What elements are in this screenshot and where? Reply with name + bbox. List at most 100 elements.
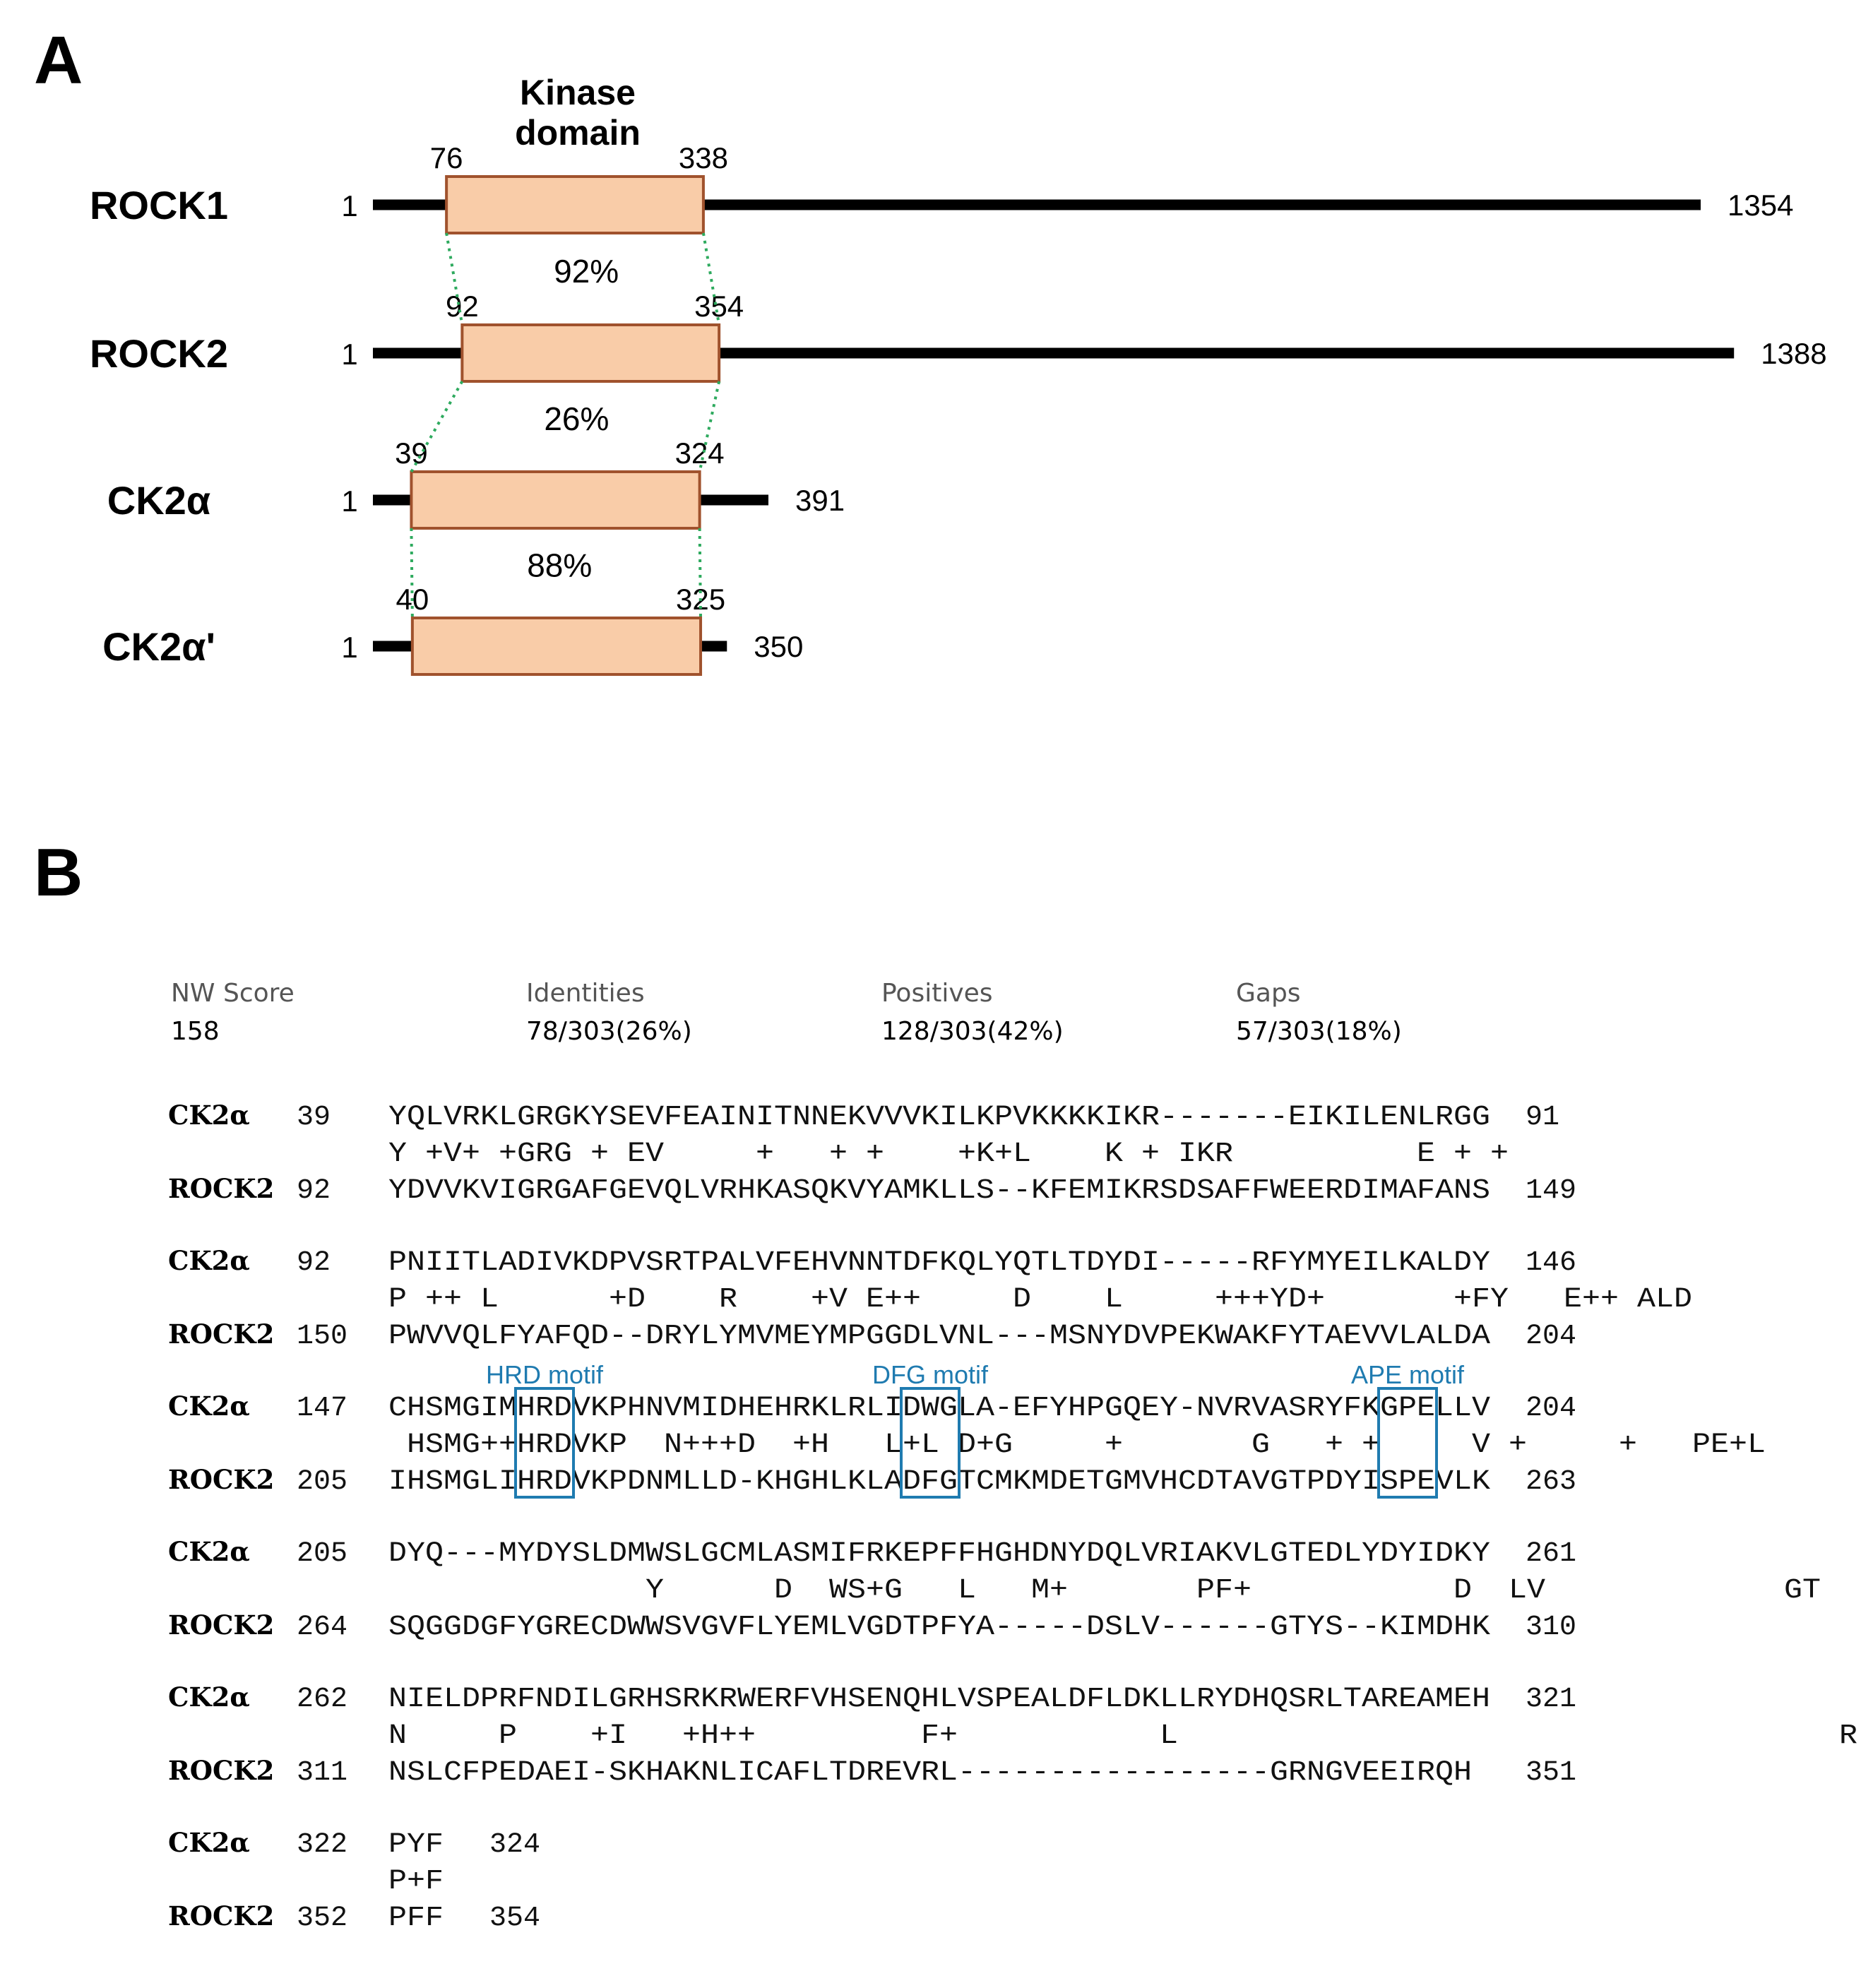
length-label: 1354	[1728, 189, 1793, 222]
query-start: 92	[297, 1247, 331, 1279]
domain-start-label: 39	[395, 436, 428, 470]
match-line: HSMG++HRDVKP N+++D +H L+L D+G + G + + V …	[388, 1429, 1766, 1461]
subject-name: ROCK2	[168, 1755, 274, 1786]
domain-end-label: 324	[675, 436, 725, 470]
stat-value: 57/303(18%)	[1236, 1017, 1402, 1046]
sequence-alignment: CK2α 39 YQLVRKLGRGKYSEVFEAINITNNEKVVVKILKP…	[168, 1100, 1861, 1934]
query-start: 262	[297, 1684, 347, 1715]
subject-start: 352	[297, 1903, 347, 1934]
motif-annotations: HRD motif DFG motif APE motif	[486, 1360, 1465, 1499]
query-end: 321	[1526, 1684, 1576, 1715]
query-sequence: NIELDPRFNDILGRHSRKRWERFVHSENQHLVSPEALDFL…	[388, 1684, 1490, 1715]
kinase-domain-title-line2: domain	[515, 113, 641, 153]
match-line: P ++ L +D R +V E++ D L +++YD+ +FY E++ AL…	[388, 1284, 1692, 1316]
subject-end: 263	[1526, 1466, 1576, 1498]
stat-value: 128/303(42%)	[881, 1017, 1064, 1046]
kinase-domain-box	[410, 617, 703, 676]
query-end: 204	[1526, 1393, 1576, 1424]
kinase-domain-box	[445, 175, 705, 234]
motif-box	[1377, 1387, 1438, 1499]
query-end: 91	[1526, 1102, 1559, 1133]
alignment-stats: NW Score 158 Identities 78/303(26%) Positive…	[171, 979, 1402, 1046]
subject-start: 264	[297, 1612, 347, 1643]
kinase-domain-title-line1: Kinase	[520, 73, 636, 112]
protein-name: CK2α	[107, 478, 210, 523]
query-start: 147	[297, 1393, 347, 1424]
length-label: 391	[795, 484, 845, 517]
start-position-label: 1	[341, 484, 357, 518]
motif-box	[900, 1387, 961, 1499]
subject-name: ROCK2	[168, 1609, 274, 1641]
panel-a-letter: A	[34, 23, 83, 98]
subject-name: ROCK2	[168, 1464, 274, 1495]
subject-sequence: IHSMGLIHRDVKPDNMLLD-KHGHLKLADFGTCMKMDETG…	[388, 1466, 1490, 1498]
match-line: P+F	[388, 1866, 444, 1898]
query-end: 324	[489, 1829, 540, 1861]
protein-name: ROCK1	[90, 183, 228, 227]
query-name: CK2α	[168, 1100, 250, 1131]
subject-sequence: SQGGDGFYGRECDWWSVGVFLYEMLVGDTPFYA-----DS…	[388, 1612, 1490, 1643]
stat-value: 78/303(26%)	[526, 1017, 692, 1046]
start-position-label: 1	[341, 338, 357, 371]
identity-percentage: 26%	[544, 400, 609, 437]
query-end: 146	[1526, 1247, 1576, 1279]
subject-end: 310	[1526, 1612, 1576, 1643]
match-line: N P +I +H++ F+ L R E +H	[388, 1720, 1861, 1752]
query-end: 261	[1526, 1538, 1576, 1570]
query-sequence: YQLVRKLGRGKYSEVFEAINITNNEKVVVKILKPVKKKKI…	[388, 1102, 1490, 1133]
identity-percentage: 88%	[527, 547, 592, 584]
subject-sequence: NSLCFPEDAEI-SKHAKNLICAFLTDREVRL---------…	[388, 1757, 1472, 1789]
subject-start: 92	[297, 1175, 331, 1207]
start-position-label: 1	[341, 189, 357, 222]
domain-end-label: 338	[679, 141, 728, 174]
subject-end: 149	[1526, 1175, 1576, 1207]
motif-label: DFG motif	[872, 1360, 989, 1389]
subject-end: 354	[489, 1903, 540, 1934]
stat-label: NW Score	[171, 979, 295, 1008]
query-start: 205	[297, 1538, 347, 1570]
length-label: 1388	[1761, 337, 1826, 370]
subject-sequence: YDVVKVIGRGAFGEVQLVRHKASQKVYAMKLLS--KFEMI…	[388, 1175, 1490, 1207]
stat-label: Gaps	[1236, 979, 1301, 1008]
query-sequence: DYQ---MYDYSLDMWSLGCMLASMIFRKEPFFHGHDNYDQ…	[388, 1538, 1490, 1570]
match-line: Y +V+ +GRG + EV + + + +K+L K + IKR E + +	[388, 1138, 1509, 1170]
query-sequence: PYF	[388, 1829, 444, 1861]
query-sequence: PNIITLADIVKDPVSRTPALVFEHVNNTDFKQLYQTLTDY…	[388, 1247, 1490, 1279]
domain-connector-left	[410, 381, 464, 472]
motif-label: HRD motif	[486, 1360, 604, 1389]
subject-name: ROCK2	[168, 1319, 274, 1350]
query-start: 39	[297, 1102, 331, 1133]
query-name: CK2α	[168, 1391, 250, 1422]
subject-start: 150	[297, 1321, 347, 1352]
protein-name: CK2α'	[102, 624, 215, 669]
motif-label: APE motif	[1351, 1360, 1465, 1389]
kinase-domain-box	[460, 323, 721, 383]
query-sequence: CHSMGIMHRDVKPHNVMIDHEHRKLRLIDWGLA-EFYHPG…	[388, 1393, 1490, 1424]
protein-name: ROCK2	[90, 331, 228, 376]
subject-sequence: PFF	[388, 1903, 444, 1934]
subject-name: ROCK2	[168, 1173, 274, 1204]
identity-percentage: 92%	[554, 253, 619, 290]
motif-box	[514, 1387, 575, 1499]
start-position-label: 1	[341, 631, 357, 664]
subject-start: 205	[297, 1466, 347, 1498]
panel-b-letter: B	[34, 835, 83, 910]
subject-end: 351	[1526, 1757, 1576, 1789]
subject-end: 204	[1526, 1321, 1576, 1352]
query-name: CK2α	[168, 1245, 250, 1276]
subject-start: 311	[297, 1757, 347, 1789]
query-name: CK2α	[168, 1827, 250, 1858]
stat-label: Positives	[881, 979, 993, 1008]
length-label: 350	[754, 630, 803, 663]
domain-start-label: 76	[430, 141, 463, 174]
query-start: 322	[297, 1829, 347, 1861]
query-name: CK2α	[168, 1682, 250, 1713]
stat-label: Identities	[526, 979, 645, 1008]
kinase-domain-box	[410, 470, 701, 530]
stat-value: 158	[171, 1017, 220, 1046]
subject-sequence: PWVVQLFYAFQD--DRYLYMVMEYMPGGDLVNL---MSNY…	[388, 1321, 1490, 1352]
match-line: Y D WS+G L M+ PF+ D LV GT +D	[388, 1575, 1861, 1607]
subject-name: ROCK2	[168, 1900, 274, 1932]
